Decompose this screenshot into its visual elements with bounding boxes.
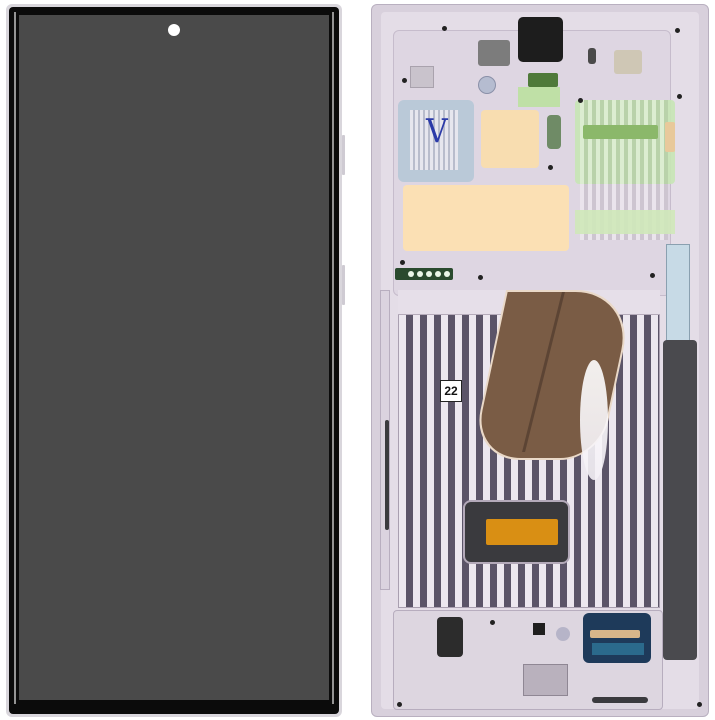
screw-icon bbox=[677, 94, 682, 99]
board-connector bbox=[583, 613, 651, 663]
screw-icon bbox=[675, 28, 680, 33]
yellow-foam-small bbox=[481, 110, 539, 168]
white-foam bbox=[580, 360, 608, 480]
screw-icon bbox=[402, 78, 407, 83]
pen-mark: V bbox=[426, 112, 448, 151]
pin bbox=[417, 271, 423, 277]
sensor-round bbox=[478, 76, 496, 94]
screw-icon bbox=[697, 702, 702, 707]
bottom-chip bbox=[533, 623, 545, 635]
nfc-coil-gold bbox=[486, 519, 558, 545]
camera-module-grey bbox=[478, 40, 510, 66]
screw-icon bbox=[490, 620, 495, 625]
left-side-slot bbox=[385, 420, 389, 530]
bottom-round-component bbox=[556, 627, 570, 641]
spen-strip-dark bbox=[663, 340, 697, 660]
side-button-bottom bbox=[342, 265, 345, 305]
speaker-slot bbox=[592, 697, 648, 703]
green-foam-small bbox=[518, 87, 560, 107]
small-chip bbox=[410, 66, 434, 88]
earpiece-slot bbox=[588, 48, 596, 64]
flex-tab bbox=[665, 122, 675, 152]
connector-blue-strip bbox=[592, 643, 644, 655]
pin bbox=[435, 271, 441, 277]
usb-port bbox=[523, 664, 568, 696]
number-sticker: 22 bbox=[440, 380, 462, 402]
microphone-module bbox=[437, 617, 463, 657]
screw-icon bbox=[442, 26, 447, 31]
green-foam-panel bbox=[575, 100, 675, 184]
pin bbox=[426, 271, 432, 277]
green-chip bbox=[547, 115, 561, 149]
screen-edge-left bbox=[14, 12, 16, 704]
pin bbox=[444, 271, 450, 277]
green-foam-lower bbox=[575, 210, 675, 234]
rear-camera-cutout bbox=[518, 17, 563, 62]
blue-pad-mesh bbox=[410, 110, 458, 170]
front-camera-hole-icon bbox=[168, 24, 180, 36]
screw-icon bbox=[478, 275, 483, 280]
screen-edge-right bbox=[332, 12, 334, 704]
side-button-top bbox=[342, 135, 345, 175]
screw-icon bbox=[548, 165, 553, 170]
screw-icon bbox=[397, 702, 402, 707]
display-screen bbox=[19, 15, 329, 700]
green-connector bbox=[528, 73, 558, 87]
pin bbox=[408, 271, 414, 277]
screw-icon bbox=[578, 98, 583, 103]
earpiece-module bbox=[614, 50, 642, 74]
screw-icon bbox=[400, 260, 405, 265]
yellow-foam-large bbox=[403, 185, 569, 251]
spen-strip-light bbox=[666, 244, 690, 344]
screw-icon bbox=[650, 273, 655, 278]
connector-gold-strip bbox=[590, 630, 640, 638]
flex-connector bbox=[583, 125, 658, 139]
